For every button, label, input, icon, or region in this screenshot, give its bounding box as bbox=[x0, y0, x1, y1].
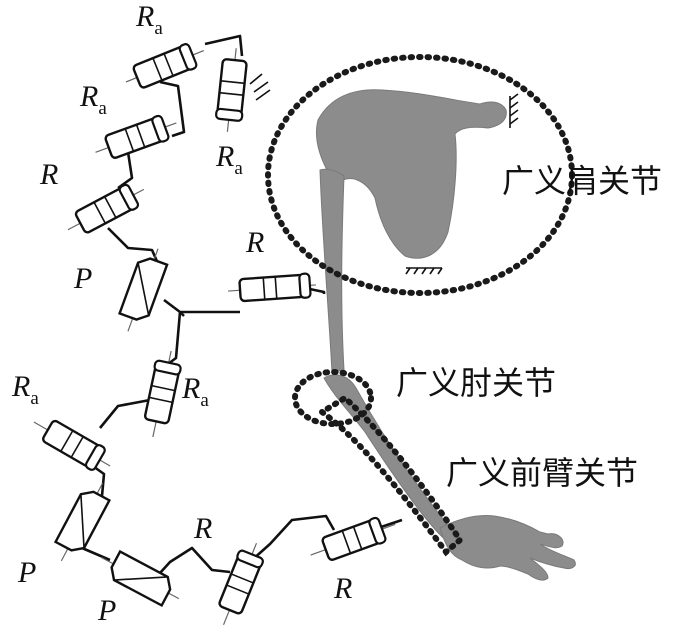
joint-ra-right-mid bbox=[143, 350, 182, 438]
joint-r-bottom bbox=[218, 542, 264, 626]
ra-symbol: R bbox=[11, 370, 30, 403]
ra-symbol: R bbox=[135, 0, 154, 33]
ra-subscript: a bbox=[200, 390, 209, 411]
ra-symbol: R bbox=[181, 372, 200, 405]
label-r-middle: R bbox=[245, 226, 264, 259]
label-r-bottom-right: R bbox=[333, 572, 352, 605]
shoulder-joint-label: 广义肩关节 bbox=[502, 162, 662, 200]
scapula-shape bbox=[315, 89, 507, 259]
label-r-lower-middle: R bbox=[193, 512, 212, 545]
label-ra-top-right: Ra bbox=[215, 140, 243, 179]
svg-text:Ra: Ra bbox=[215, 140, 243, 179]
joint-r-left bbox=[67, 183, 145, 234]
svg-text:Ra: Ra bbox=[79, 80, 107, 119]
ground-hatch-bottom bbox=[405, 267, 443, 275]
joint-p-upper bbox=[118, 248, 169, 332]
joint-ra-top-1 bbox=[125, 43, 205, 89]
label-ra-right-mid: Ra bbox=[181, 372, 209, 411]
ra-subscript: a bbox=[98, 98, 107, 119]
label-ra-upper-left: Ra bbox=[79, 80, 107, 119]
ground-hatch-top bbox=[509, 93, 519, 128]
joint-ra-top-2 bbox=[215, 48, 248, 132]
ra-symbol: R bbox=[79, 80, 98, 113]
ra-subscript: a bbox=[30, 388, 39, 409]
joint-ra-left-mid bbox=[33, 419, 111, 471]
forearm-region-outline bbox=[316, 394, 464, 557]
svg-text:Ra: Ra bbox=[181, 372, 209, 411]
label-ra-left-mid: Ra bbox=[11, 370, 39, 409]
label-p-upper: P bbox=[73, 262, 92, 295]
svg-text:Ra: Ra bbox=[135, 0, 163, 39]
ra-subscript: a bbox=[154, 18, 163, 39]
shoulder-region-ellipse bbox=[265, 54, 575, 296]
exo-links bbox=[81, 34, 403, 585]
label-r-left: R bbox=[39, 158, 58, 191]
ra-symbol: R bbox=[215, 140, 234, 173]
label-p-lower: P bbox=[97, 594, 116, 627]
ra-subscript: a bbox=[234, 158, 243, 179]
ground-hatch-exo bbox=[249, 73, 271, 101]
svg-text:Ra: Ra bbox=[11, 370, 39, 409]
joint-ra-upper bbox=[95, 114, 177, 159]
elbow-joint-label: 广义肘关节 bbox=[396, 364, 556, 402]
forearm-joint-label: 广义前臂关节 bbox=[446, 454, 638, 492]
label-ra-top: Ra bbox=[135, 0, 163, 39]
joint-p-lower-left bbox=[53, 482, 112, 562]
joint-r-middle bbox=[228, 272, 316, 303]
hand-shape bbox=[439, 515, 576, 581]
joint-r-bottom-right bbox=[310, 516, 396, 561]
joint-p-lower bbox=[100, 549, 180, 608]
label-p-lower-left: P bbox=[17, 556, 36, 589]
